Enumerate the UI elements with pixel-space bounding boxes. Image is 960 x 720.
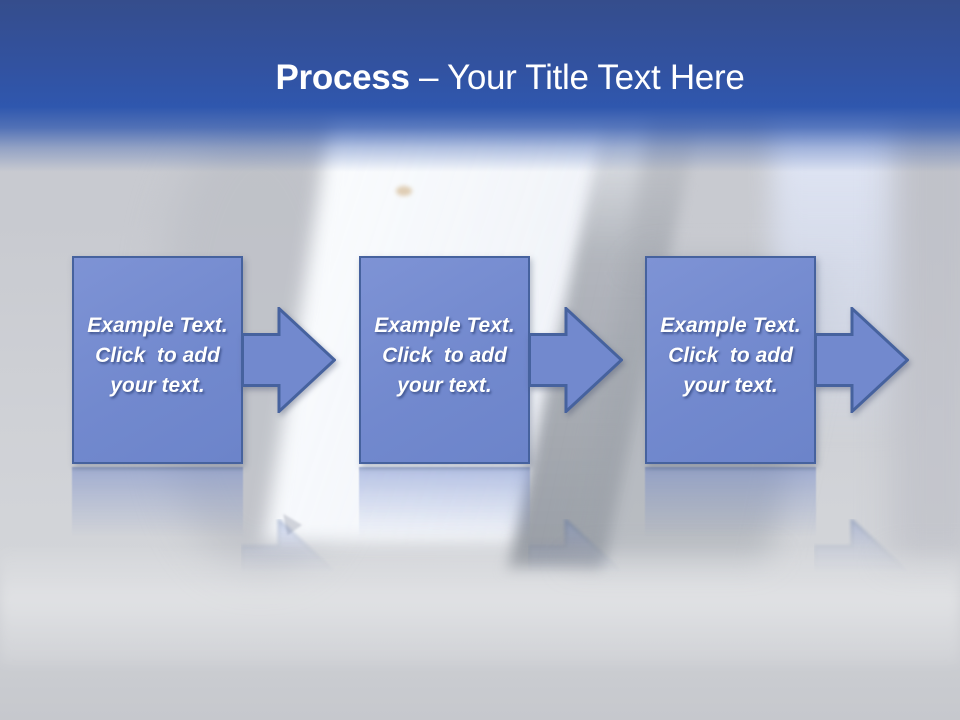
- step-text-line: your text.: [397, 374, 492, 397]
- step-text-line: Click to add: [668, 344, 793, 367]
- step-text-line: your text.: [110, 374, 205, 397]
- step-text-placeholder: Example Text. Click to add your text.: [374, 311, 514, 401]
- arrow-right-shape-1[interactable]: [241, 307, 336, 413]
- slide-title-keyword: Process: [275, 58, 410, 97]
- slide-title-placeholder: – Your Title Text Here: [409, 58, 745, 97]
- process-step-box-3[interactable]: Example Text. Click to add your text.: [645, 256, 816, 464]
- step-box-reflection: [645, 467, 816, 539]
- step-text-line: Example Text.: [87, 314, 228, 337]
- step-box-reflection: [359, 467, 530, 539]
- arrow-reflection: [528, 519, 623, 625]
- step-text-line: Click to add: [95, 344, 220, 367]
- arrow-reflection: [814, 519, 909, 625]
- step-text-placeholder: Example Text. Click to add your text.: [87, 311, 227, 401]
- arrow-right-shape-3[interactable]: [814, 307, 909, 413]
- step-text-line: Example Text.: [660, 314, 801, 337]
- arrow-right-shape-2[interactable]: [528, 307, 623, 413]
- process-step-box-1[interactable]: Example Text. Click to add your text.: [72, 256, 243, 464]
- step-text-placeholder: Example Text. Click to add your text.: [660, 311, 800, 401]
- step-text-line: Example Text.: [374, 314, 515, 337]
- step-text-line: your text.: [683, 374, 778, 397]
- process-step-box-2[interactable]: Example Text. Click to add your text.: [359, 256, 530, 464]
- step-text-line: Click to add: [382, 344, 507, 367]
- arrow-reflection: [241, 519, 336, 625]
- background-photo-speck: [396, 186, 412, 196]
- slide-title[interactable]: Process – Your Title Text Here: [0, 54, 960, 102]
- step-box-reflection: [72, 467, 243, 539]
